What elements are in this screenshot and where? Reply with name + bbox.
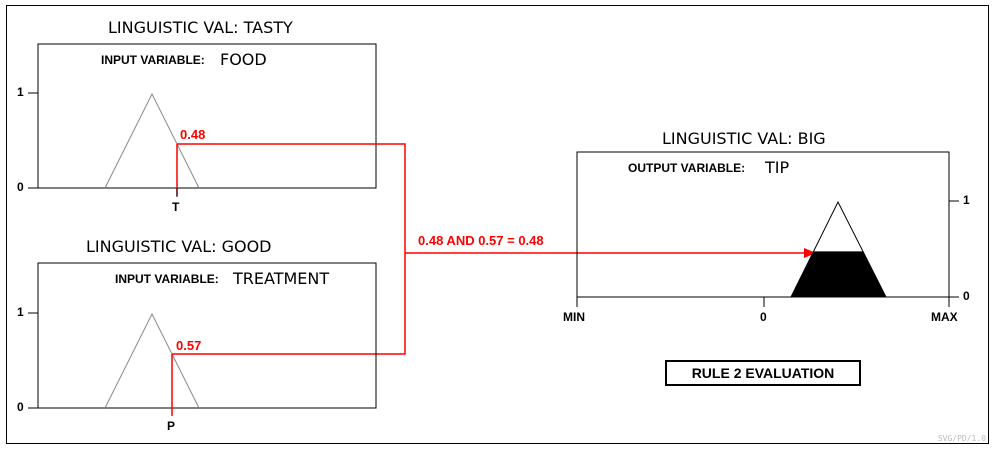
- output-y-tick-1: 1: [963, 193, 970, 207]
- food-degree-label: 0.48: [180, 127, 206, 142]
- food-panel-box: [37, 43, 377, 189]
- output-clipped-area: [791, 251, 886, 297]
- treatment-var-name: TREATMENT: [233, 269, 330, 288]
- output-arrow-head: [804, 248, 816, 258]
- output-var-name: TIP: [765, 158, 790, 177]
- watermark: SVG/PD/1.0: [937, 434, 986, 443]
- treatment-title: LINGUISTIC VAL: GOOD: [86, 237, 272, 256]
- food-y-tick-0: 0: [17, 180, 24, 194]
- food-membership-triangle: [104, 92, 200, 189]
- output-x-zero: 0: [760, 310, 767, 324]
- output-var-label: OUTPUT VARIABLE:: [628, 161, 746, 175]
- output-y-tick-0: 0: [963, 289, 970, 303]
- rule-evaluation-label: RULE 2 EVALUATION: [665, 360, 861, 386]
- food-title: LINGUISTIC VAL: TASTY: [108, 18, 293, 37]
- treatment-y-tick-1: 1: [17, 305, 24, 319]
- connector-line: [172, 143, 406, 355]
- food-y-tick-1: 1: [17, 85, 24, 99]
- treatment-x-marker: P: [167, 419, 176, 433]
- output-panel-box: [576, 151, 950, 298]
- treatment-var-label: INPUT VARIABLE:: [115, 272, 219, 286]
- diagram-frame: [6, 5, 989, 444]
- food-var-label: INPUT VARIABLE:: [101, 53, 205, 67]
- treatment-panel-box: [37, 262, 377, 409]
- output-title: LINGUISTIC VAL: BIG: [662, 129, 826, 148]
- treatment-y-tick-0: 0: [17, 400, 24, 414]
- treatment-membership-triangle: [104, 312, 200, 409]
- output-x-min: MIN: [563, 310, 585, 324]
- food-var-name: FOOD: [220, 50, 267, 69]
- treatment-degree-label: 0.57: [176, 338, 202, 353]
- food-x-marker: T: [172, 200, 180, 214]
- output-x-max: MAX: [931, 310, 958, 324]
- combination-label: 0.48 AND 0.57 = 0.48: [418, 233, 544, 248]
